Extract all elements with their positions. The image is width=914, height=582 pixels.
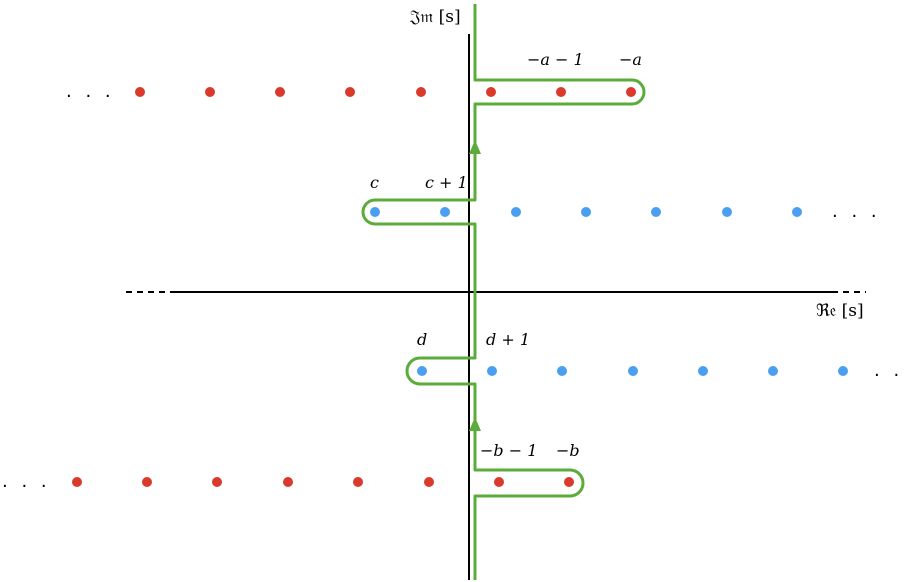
label-c-plus-1: c + 1 bbox=[425, 173, 468, 192]
imaginary-axis-label: 𝔍𝔪 [s] bbox=[409, 7, 461, 27]
pole bbox=[205, 87, 215, 97]
label-neg-b-minus-1: −b − 1 bbox=[480, 441, 537, 460]
pole bbox=[283, 477, 293, 487]
pole bbox=[564, 477, 574, 487]
pole bbox=[353, 477, 363, 487]
pole bbox=[651, 207, 661, 217]
pole bbox=[486, 87, 496, 97]
pole bbox=[494, 477, 504, 487]
pole bbox=[792, 207, 802, 217]
label-c: c bbox=[370, 173, 379, 192]
pole bbox=[698, 366, 708, 376]
ellipsis-row-b: . . . bbox=[2, 471, 51, 492]
pole bbox=[722, 207, 732, 217]
label-d: d bbox=[417, 330, 427, 349]
pole-row-a bbox=[135, 87, 636, 97]
pole bbox=[370, 207, 380, 217]
pole bbox=[556, 87, 566, 97]
pole bbox=[72, 477, 82, 487]
label-neg-a: −a bbox=[619, 50, 642, 69]
pole bbox=[838, 366, 848, 376]
pole bbox=[424, 477, 434, 487]
pole-row-c bbox=[370, 207, 802, 217]
pole bbox=[581, 207, 591, 217]
pole bbox=[416, 87, 426, 97]
ellipsis-row-d: . . . bbox=[874, 360, 914, 381]
pole bbox=[487, 366, 497, 376]
ellipsis-row-a: . . . bbox=[66, 81, 115, 102]
pole-row-b bbox=[72, 477, 574, 487]
pole bbox=[626, 87, 636, 97]
contour-arrow-upper bbox=[469, 140, 481, 154]
pole bbox=[345, 87, 355, 97]
pole bbox=[275, 87, 285, 97]
pole bbox=[417, 366, 427, 376]
pole bbox=[557, 366, 567, 376]
pole bbox=[142, 477, 152, 487]
pole bbox=[212, 477, 222, 487]
ellipsis-row-c: . . . bbox=[832, 201, 881, 222]
label-neg-a-minus-1: −a − 1 bbox=[527, 50, 584, 69]
contour-arrow-lower bbox=[469, 417, 481, 431]
pole bbox=[628, 366, 638, 376]
label-d-plus-1: d + 1 bbox=[486, 330, 530, 349]
pole bbox=[135, 87, 145, 97]
label-neg-b: −b bbox=[556, 441, 580, 460]
pole bbox=[511, 207, 521, 217]
pole bbox=[768, 366, 778, 376]
real-axis-label: ℜ𝔢 [s] bbox=[816, 301, 864, 321]
pole-row-d bbox=[417, 366, 848, 376]
integration-contour bbox=[361, 4, 646, 580]
pole bbox=[440, 207, 450, 217]
